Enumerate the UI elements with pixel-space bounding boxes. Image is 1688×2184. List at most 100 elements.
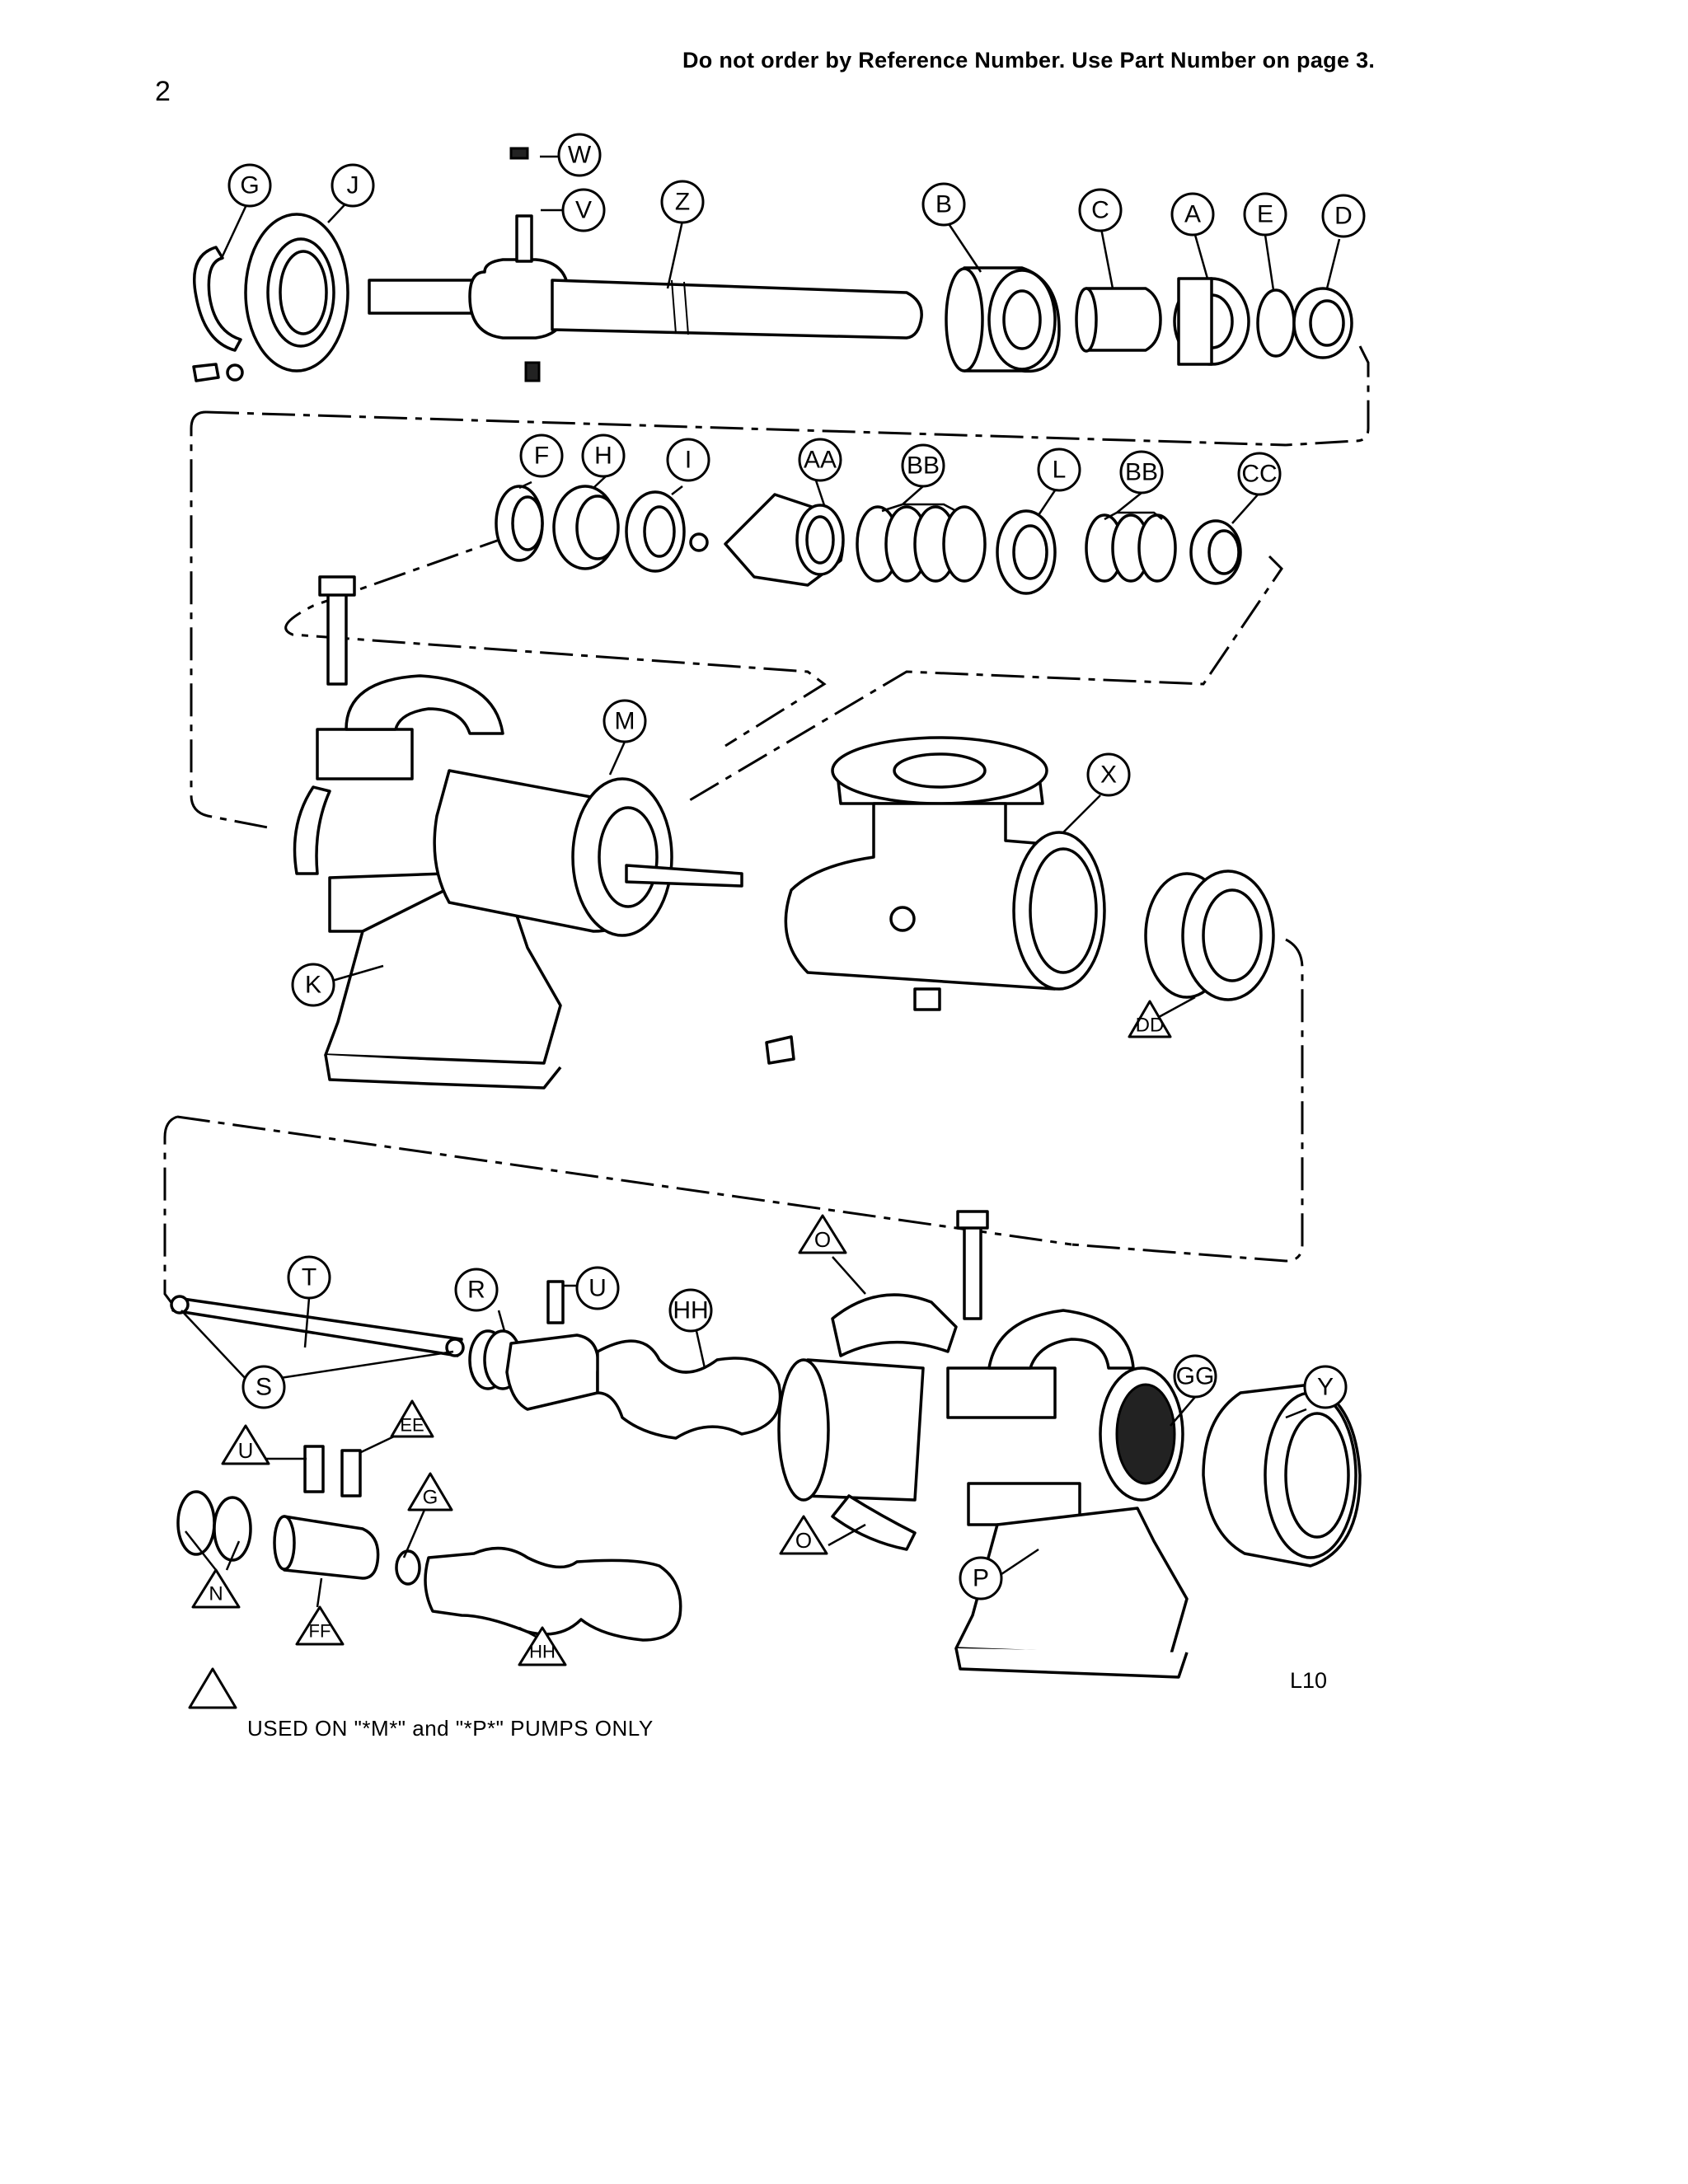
callout-P: P xyxy=(959,1556,1003,1601)
callout-L: L xyxy=(1037,448,1081,492)
svg-text:R: R xyxy=(467,1277,485,1304)
callout-HH-alt: HH xyxy=(518,1626,567,1666)
svg-text:K: K xyxy=(305,972,321,999)
nut xyxy=(689,532,709,552)
bearing-housing-K xyxy=(293,575,562,1090)
svg-text:U: U xyxy=(588,1275,607,1302)
svg-text:O: O xyxy=(814,1227,831,1252)
rotor-HH xyxy=(505,1280,782,1440)
callout-O-lower: O xyxy=(779,1515,828,1555)
callout-U: U xyxy=(575,1266,620,1310)
svg-text:X: X xyxy=(1100,762,1117,789)
svg-text:EE: EE xyxy=(400,1415,424,1436)
stator-GG xyxy=(777,1358,1184,1502)
discharge-housing-P xyxy=(946,1210,1189,1679)
gland-AA xyxy=(724,493,845,587)
svg-text:HH: HH xyxy=(529,1642,556,1662)
svg-text:M: M xyxy=(615,708,635,735)
svg-text:V: V xyxy=(575,197,592,224)
svg-text:O: O xyxy=(795,1528,812,1553)
washer-I xyxy=(625,490,686,573)
svg-text:L: L xyxy=(1053,457,1067,484)
svg-text:G: G xyxy=(240,172,259,199)
svg-text:P: P xyxy=(973,1565,989,1592)
callout-HH: HH xyxy=(668,1288,713,1333)
retainer-H xyxy=(552,485,620,570)
callout-R: R xyxy=(454,1268,499,1312)
leader-lines xyxy=(181,155,1341,1642)
seal-packing-row xyxy=(495,485,1242,595)
callout-U-alt: U xyxy=(221,1424,270,1465)
circle-callouts: W G J V Z B C A E D F H I AA BB L BB CC … xyxy=(227,133,1366,1601)
callout-S: S xyxy=(241,1365,286,1409)
alt-parts-lower-left xyxy=(176,1445,682,1642)
legend-triangle-icon xyxy=(188,1667,237,1709)
svg-text:CC: CC xyxy=(1241,461,1277,488)
svg-text:BB: BB xyxy=(907,452,940,480)
callout-T: T xyxy=(287,1255,331,1300)
assembly-guide-lines xyxy=(163,345,1370,1311)
lock-nut-D xyxy=(1292,287,1353,359)
callout-B: B xyxy=(921,182,966,227)
callout-EE: EE xyxy=(390,1399,434,1438)
svg-text:C: C xyxy=(1091,197,1109,224)
svg-text:GG: GG xyxy=(1176,1363,1215,1390)
shaft-T xyxy=(170,1295,465,1357)
callout-FF: FF xyxy=(295,1605,345,1646)
callout-H: H xyxy=(581,434,626,478)
svg-text:DD: DD xyxy=(1136,1015,1165,1037)
bearing-A xyxy=(1173,277,1250,366)
callout-CC: CC xyxy=(1237,452,1282,496)
callout-I: I xyxy=(666,438,710,482)
callout-A: A xyxy=(1170,192,1215,237)
callout-D: D xyxy=(1321,194,1366,238)
packing-rings-BB-1 xyxy=(856,505,987,583)
svg-text:FF: FF xyxy=(309,1621,331,1642)
svg-text:G: G xyxy=(423,1487,438,1509)
top-shaft-assembly xyxy=(192,147,1353,382)
suction-housing-X xyxy=(765,736,1106,1065)
svg-text:B: B xyxy=(935,191,952,218)
bushing-CC xyxy=(1189,519,1242,585)
svg-text:H: H xyxy=(594,443,612,470)
callout-X: X xyxy=(1086,752,1131,797)
svg-text:HH: HH xyxy=(673,1297,708,1324)
callout-Y: Y xyxy=(1303,1365,1348,1409)
bracket-M xyxy=(433,769,743,937)
callout-F: F xyxy=(519,434,564,478)
lantern-ring-L xyxy=(996,509,1057,595)
sleeve-C xyxy=(1075,287,1162,353)
svg-text:W: W xyxy=(568,142,592,169)
svg-text:E: E xyxy=(1257,201,1273,228)
callout-V: V xyxy=(561,188,606,232)
callout-BB-2: BB xyxy=(1119,450,1164,494)
seal-housing-DD xyxy=(1144,869,1275,1001)
shaft-Z xyxy=(368,147,923,382)
svg-text:N: N xyxy=(209,1583,223,1605)
svg-text:F: F xyxy=(534,443,549,470)
screws xyxy=(192,363,244,382)
callout-Z: Z xyxy=(660,180,705,224)
callout-BB-1: BB xyxy=(901,443,945,488)
clamp-O xyxy=(831,1293,958,1551)
end-cover-Y xyxy=(1202,1383,1362,1568)
callout-J: J xyxy=(331,163,375,208)
svg-text:Y: Y xyxy=(1317,1374,1334,1401)
callout-G-alt: G xyxy=(407,1472,453,1511)
svg-text:AA: AA xyxy=(804,447,837,474)
callout-DD: DD xyxy=(1128,1000,1172,1038)
callout-C: C xyxy=(1078,188,1123,232)
lock-washer-E xyxy=(1256,288,1296,358)
retaining-ring-G xyxy=(192,246,242,352)
callout-O-upper: O xyxy=(798,1214,847,1254)
svg-text:S: S xyxy=(256,1374,272,1401)
svg-text:J: J xyxy=(347,172,359,199)
header-note: Do not order by Reference Number. Use Pa… xyxy=(682,48,1376,73)
svg-text:D: D xyxy=(1334,203,1353,230)
callout-AA: AA xyxy=(798,438,842,482)
page-number: 2 xyxy=(155,76,171,107)
callout-K: K xyxy=(291,963,335,1007)
callout-G: G xyxy=(227,163,272,208)
callout-M: M xyxy=(603,699,647,743)
